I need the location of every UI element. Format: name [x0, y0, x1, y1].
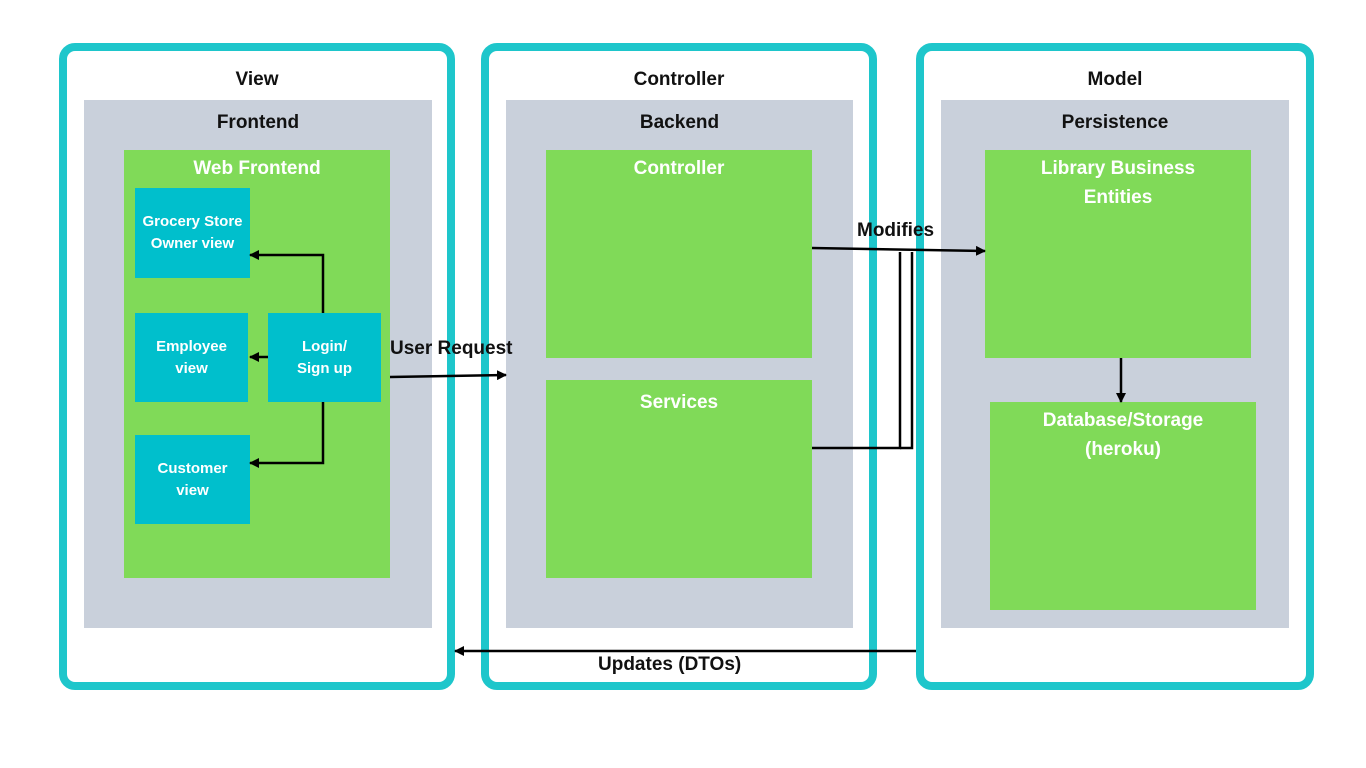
user-request-label: User Request [390, 338, 513, 359]
view-column-title: View [235, 69, 279, 90]
employee-view-box: Employee view [135, 313, 248, 402]
controller-box: Controller [546, 150, 812, 358]
controller-box-title: Controller [633, 158, 725, 179]
database-box: Database/Storage (heroku) [990, 402, 1256, 610]
grocery-owner-view-label: Grocery Store Owner view [142, 213, 243, 252]
services-box-title: Services [639, 392, 719, 413]
customer-view-box: Customer view [135, 435, 250, 524]
modifies-label: Modifies [857, 220, 935, 241]
grocery-owner-view-box: Grocery Store Owner view [135, 188, 250, 278]
login-signup-label: Login/ Sign up [297, 337, 352, 377]
model-column-title: Model [1087, 69, 1143, 90]
login-signup-box: Login/ Sign up [268, 313, 381, 402]
updates-label: Updates (DTOs) [598, 654, 742, 675]
backend-panel-title: Backend [639, 112, 720, 133]
employee-view-label: Employee view [156, 337, 227, 377]
controller-column-title: Controller [633, 69, 725, 90]
database-box-title: Database/Storage (heroku) [1042, 410, 1204, 460]
services-connector-line-2 [900, 252, 914, 450]
library-entities-title: Library Business Entities [1040, 158, 1196, 208]
frontend-panel-title: Frontend [216, 112, 300, 133]
persistence-panel-title: Persistence [1061, 112, 1169, 133]
customer-view-label: Customer view [157, 459, 228, 499]
services-box: Services [546, 380, 812, 578]
library-entities-box: Library Business Entities [985, 150, 1251, 358]
web-frontend-title: Web Frontend [193, 158, 321, 179]
